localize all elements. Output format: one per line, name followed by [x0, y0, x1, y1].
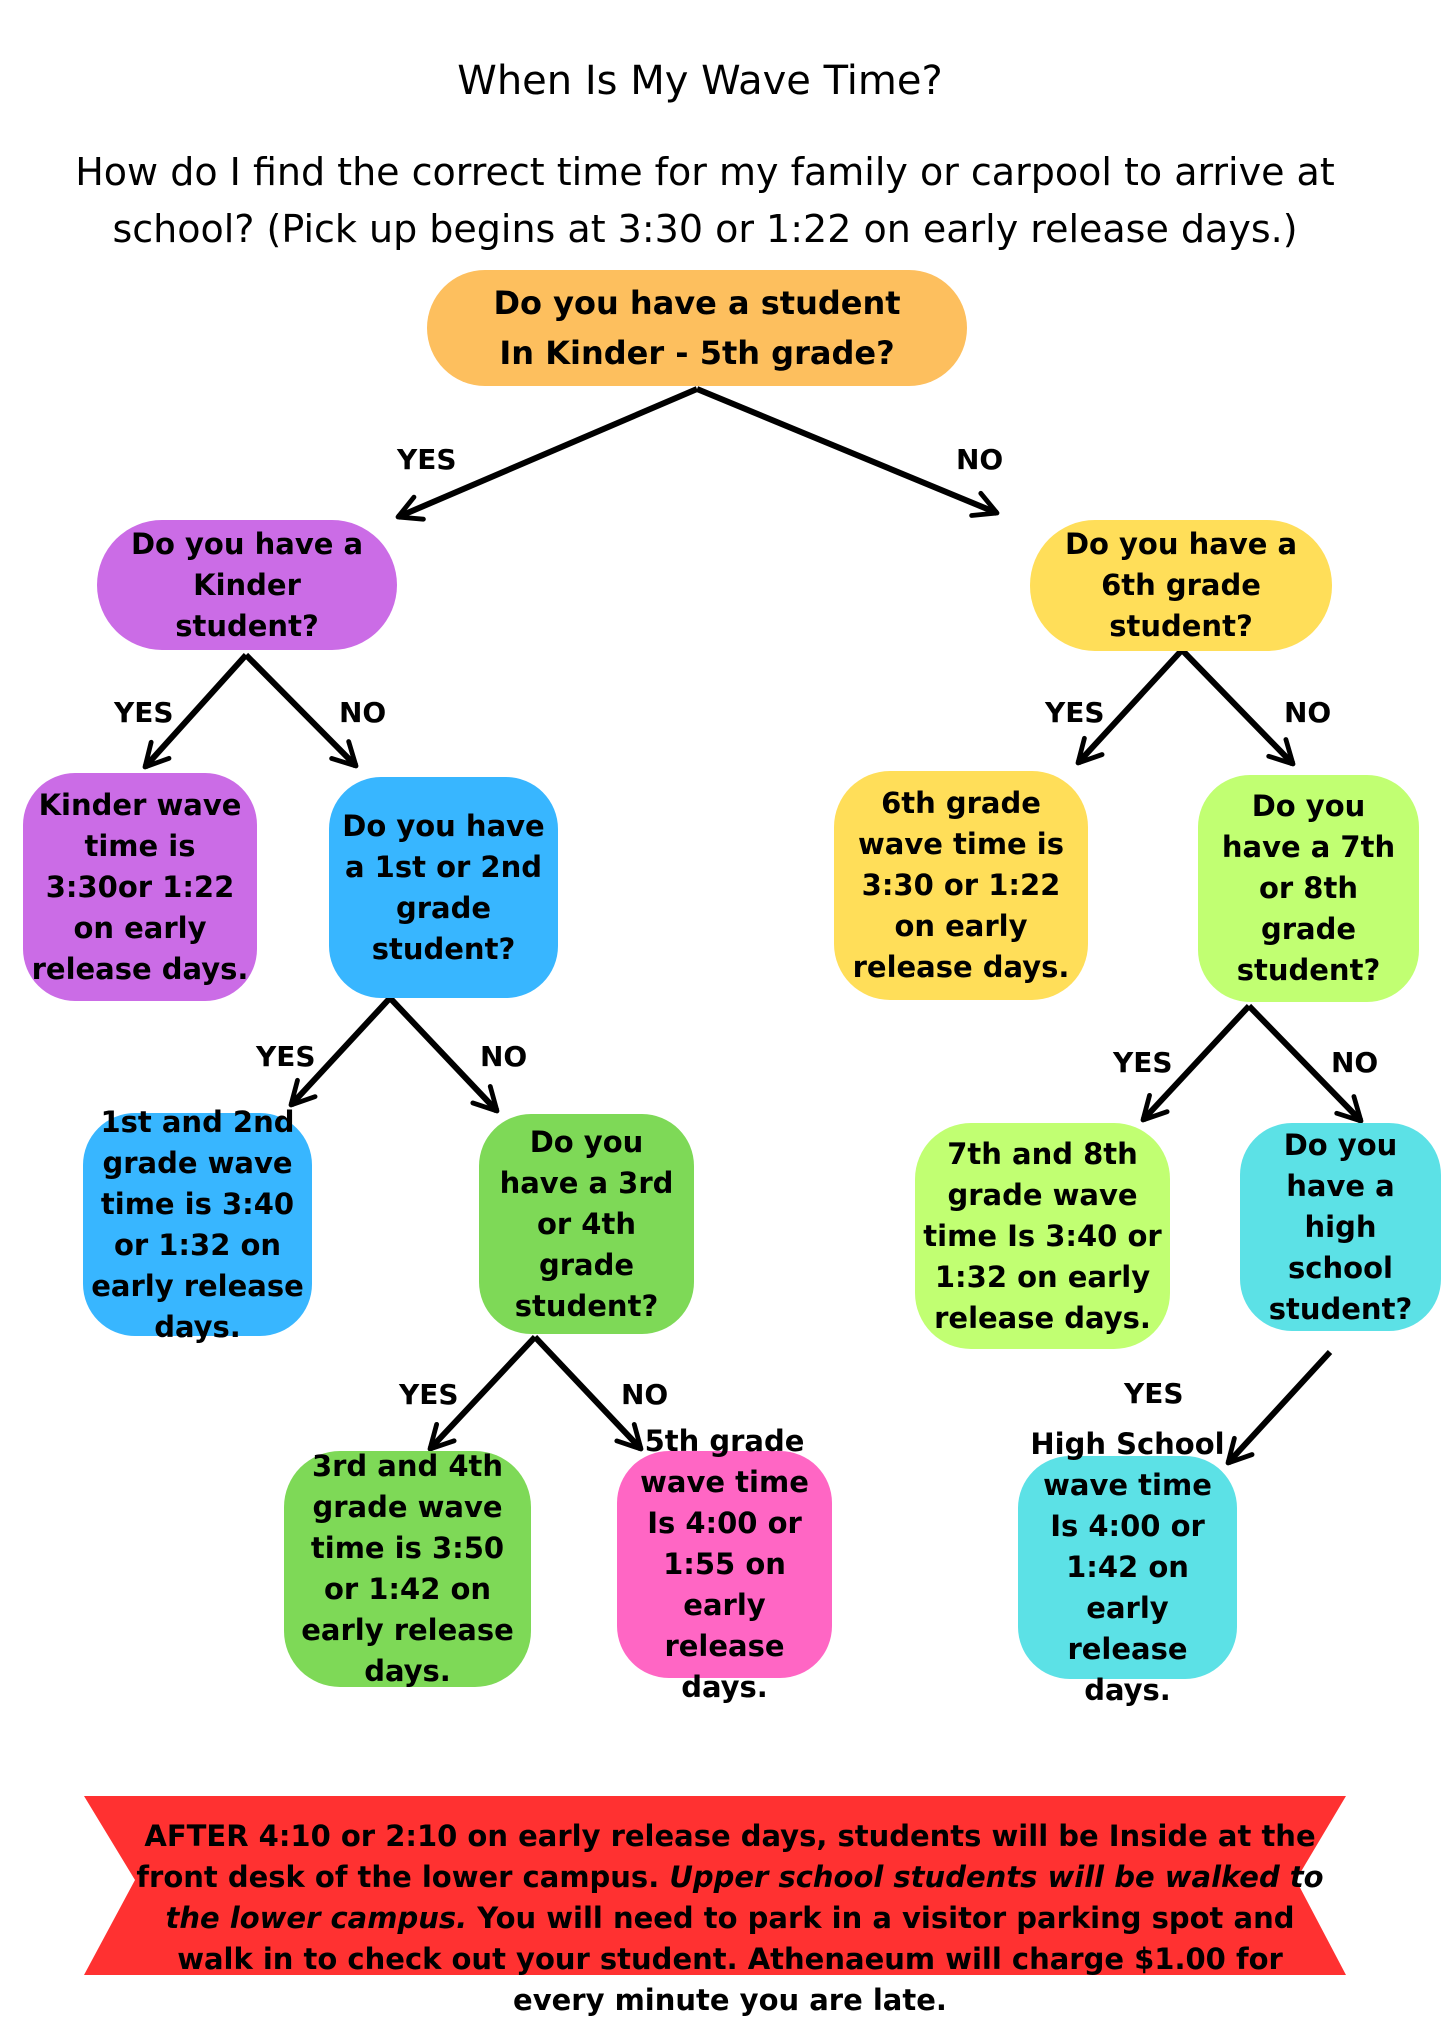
label-start-no: NO	[956, 443, 1004, 476]
arrow-hs-yes	[1225, 1349, 1333, 1466]
label-hs-yes: YES	[1124, 1377, 1184, 1410]
label-g78-no: NO	[1331, 1046, 1379, 1079]
hs-wave-result: High School wave time Is 4:00 or 1:42 on…	[1018, 1427, 1237, 1707]
label-g78-yes: YES	[1113, 1046, 1173, 1079]
g5-wave-result: 5th grade wave time Is 4:00 or 1:55 on e…	[617, 1424, 832, 1704]
arrow-g34-no	[532, 1334, 644, 1452]
arrow-start-no	[695, 386, 1000, 518]
g6-question: Do you have a 6th grade student?	[1030, 520, 1332, 651]
label-g34-no: NO	[621, 1378, 669, 1411]
arrow-g78-yes	[1140, 1003, 1252, 1123]
arrow-kinder-yes	[142, 652, 249, 770]
label-kinder-no: NO	[339, 696, 387, 729]
g12-wave-result: 1st and 2nd grade wave time is 3:40 or 1…	[83, 1105, 312, 1344]
page-title: When Is My Wave Time?	[457, 58, 943, 104]
arrow-g78-no	[1246, 1003, 1364, 1124]
g78-wave-result: 7th and 8th grade wave time Is 3:40 or 1…	[915, 1123, 1170, 1349]
g6-wave-result: 6th grade wave time is 3:30 or 1:22 on e…	[834, 771, 1088, 1000]
banner-text: AFTER 4:10 or 2:10 on early release days…	[136, 1819, 1324, 2017]
arrow-g34-yes	[427, 1334, 538, 1452]
label-g6-no: NO	[1284, 696, 1332, 729]
g34-question: Do you have a 3rd or 4th grade student?	[479, 1114, 694, 1334]
arrow-g6-yes	[1075, 647, 1185, 766]
page-subtitle: How do I find the correct time for my fa…	[75, 150, 1335, 251]
arrow-g6-no	[1179, 647, 1296, 767]
g78-question: Do you have a 7th or 8th grade student?	[1198, 775, 1419, 1002]
arrow-g12-yes	[288, 995, 393, 1108]
label-g12-yes: YES	[256, 1040, 316, 1073]
g12-question: Do you have a 1st or 2nd grade student?	[329, 777, 558, 998]
arrow-start-yes	[395, 386, 699, 522]
arrow-kinder-no	[243, 652, 359, 769]
label-start-yes: YES	[397, 443, 457, 476]
label-g6-yes: YES	[1045, 696, 1105, 729]
g34-wave-result: 3rd and 4th grade wave time is 3:50 or 1…	[284, 1449, 531, 1688]
label-g34-yes: YES	[399, 1378, 459, 1411]
kinder-wave-result: Kinder wave time is 3:30or 1:22 on early…	[23, 773, 257, 1001]
kinder-question: Do you have a Kinder student?	[97, 520, 397, 650]
start-question: Do you have a student In Kinder - 5th gr…	[427, 270, 967, 386]
arrow-g12-no	[387, 995, 500, 1114]
label-kinder-yes: YES	[114, 696, 174, 729]
hs-question: Do you have a high school student?	[1240, 1123, 1441, 1331]
label-g12-no: NO	[480, 1040, 528, 1073]
